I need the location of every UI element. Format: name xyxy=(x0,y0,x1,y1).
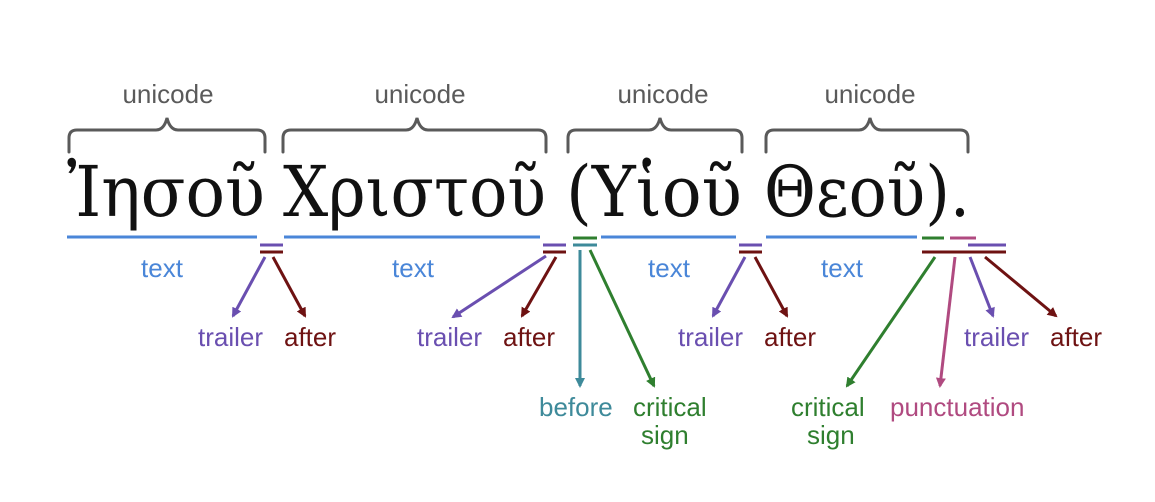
unicode-labels: unicode unicode unicode unicode xyxy=(122,79,915,109)
text-labels: text text text text xyxy=(141,253,864,283)
unicode-brace-4 xyxy=(764,117,970,154)
trailer-label: trailer xyxy=(678,322,743,352)
punctuation-arrow xyxy=(935,256,957,388)
trailer-arrow xyxy=(451,254,547,319)
unicode-brace-3 xyxy=(566,117,744,154)
end-markers xyxy=(922,236,976,254)
after-label: after xyxy=(284,322,336,352)
critical-sign-label: critical xyxy=(791,392,865,422)
critical-sign-label: critical xyxy=(633,392,707,422)
after-arrow xyxy=(520,256,558,318)
after-label: after xyxy=(1050,322,1102,352)
before-label: before xyxy=(539,392,613,422)
bottom-labels: before critical sign critical sign punct… xyxy=(539,392,1024,450)
critical-sign-arrow xyxy=(588,249,656,388)
text-label: text xyxy=(648,253,691,283)
text-label: text xyxy=(821,253,864,283)
critical-sign-arrow xyxy=(845,256,937,388)
trailer-label: trailer xyxy=(417,322,482,352)
trailer-arrow xyxy=(231,256,267,318)
unicode-label: unicode xyxy=(824,79,915,109)
trailer-arrow xyxy=(968,256,995,318)
unicode-label: unicode xyxy=(617,79,708,109)
unicode-label: unicode xyxy=(374,79,465,109)
after-arrow xyxy=(271,256,307,318)
unicode-brace-1 xyxy=(67,117,267,154)
unicode-label: unicode xyxy=(122,79,213,109)
trailer-after-markers xyxy=(260,243,1006,254)
arrows xyxy=(231,249,1058,388)
after-label: after xyxy=(764,322,816,352)
text-label: text xyxy=(141,253,184,283)
after-label: after xyxy=(503,322,555,352)
greek-word: (Υἱοῦ xyxy=(566,151,742,233)
trailer-label: trailer xyxy=(964,322,1029,352)
greek-sentence: Ἰησοῦ Χριστοῦ (Υἱοῦ Θεοῦ). xyxy=(67,151,970,233)
greek-word: Θεοῦ). xyxy=(764,151,970,233)
unicode-braces xyxy=(67,117,970,154)
before-critical-markers xyxy=(573,236,597,247)
punctuation-label: punctuation xyxy=(890,392,1024,422)
after-arrow xyxy=(984,255,1058,318)
critical-sign-label: sign xyxy=(641,420,689,450)
trailer-after-labels: trailer after trailer after trailer afte… xyxy=(198,322,1102,352)
text-label: text xyxy=(392,253,435,283)
greek-word: Χριστοῦ xyxy=(283,151,546,233)
trailer-label: trailer xyxy=(198,322,263,352)
trailer-arrow xyxy=(711,256,747,318)
after-arrow xyxy=(753,256,789,318)
unicode-brace-2 xyxy=(281,117,548,154)
critical-sign-label: sign xyxy=(807,420,855,450)
greek-word: Ἰησοῦ xyxy=(67,151,265,233)
